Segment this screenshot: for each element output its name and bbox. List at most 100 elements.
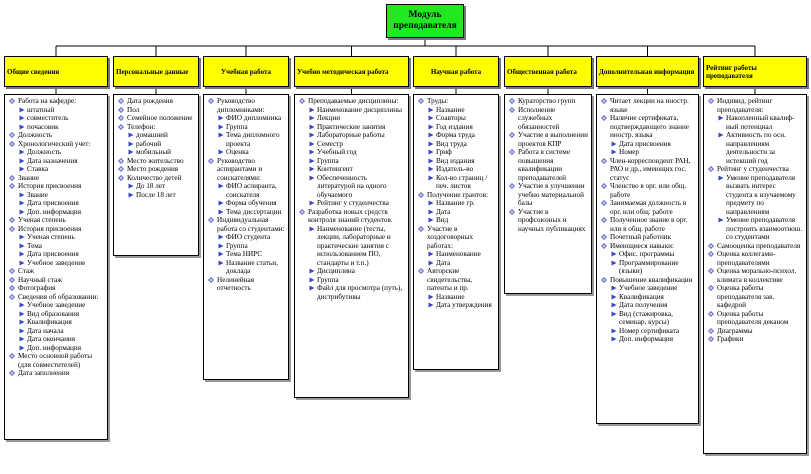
- list-item-text: После 18 лет: [136, 190, 176, 199]
- list-item-text: Тема дипломного проекта: [226, 131, 280, 148]
- list-item: Название гр.: [418, 199, 496, 208]
- list-item-text: Семейное положение: [127, 114, 193, 122]
- list-item: Тема дипломного проекта: [208, 131, 286, 148]
- list-item-text: Участие в профсоюзных и научных публикац…: [518, 207, 586, 233]
- arrow-bullet-icon: [19, 328, 25, 334]
- list-item: Имеющиеся навыки:: [601, 242, 696, 251]
- diamond-bullet-icon: [9, 276, 15, 283]
- category-header-label: Научная работа: [430, 67, 482, 76]
- arrow-bullet-icon: [428, 158, 434, 164]
- list-item-text: История присвоения: [18, 224, 82, 233]
- list-item-text: Дата окончания: [27, 335, 76, 343]
- diamond-bullet-icon: [509, 149, 515, 155]
- diamond-bullet-icon: [418, 98, 424, 104]
- list-item: Контингент: [299, 165, 406, 174]
- list-item: Участие в улучшении учебно материальной …: [509, 182, 589, 208]
- list-item-text: Исполнение служебных обязанностей: [518, 105, 560, 131]
- list-item: Форма труда: [418, 131, 496, 140]
- list-item-text: Звание: [18, 173, 39, 182]
- list-item-text: Доп. информация: [27, 207, 82, 216]
- arrow-bullet-icon: [19, 209, 25, 215]
- list-item: Руководство дипломниками:: [208, 97, 286, 114]
- list-item-text: Дата рождения: [127, 97, 173, 105]
- list-item: Дата присвоения: [9, 250, 105, 259]
- list-item-text: Умение преподавателя вызвать интерес сту…: [726, 173, 796, 216]
- arrow-bullet-icon: [428, 294, 434, 300]
- arrow-bullet-icon: [428, 209, 434, 215]
- list-item: Лабораторные работы: [299, 131, 406, 140]
- list-item: Год издания: [418, 123, 496, 132]
- arrow-bullet-icon: [218, 209, 224, 215]
- diamond-bullet-icon: [708, 285, 714, 291]
- diamond-bullet-icon: [118, 123, 124, 130]
- diamond-bullet-icon: [708, 166, 714, 172]
- list-item: домашний: [118, 131, 196, 140]
- list-item-text: Название гр.: [436, 199, 475, 207]
- list-item: ФИО студента: [208, 233, 286, 242]
- arrow-bullet-icon: [218, 260, 224, 266]
- list-item-text: Дата получения: [619, 301, 668, 309]
- list-item-text: Умение преподавателя построить взаимоотн…: [726, 216, 803, 241]
- list-item-text: Читает лекции на иностр. языке: [610, 97, 689, 114]
- list-item-text: Лабораторные работы: [317, 131, 385, 139]
- arrow-bullet-icon: [218, 243, 224, 249]
- list-item: Авторские свидетельства, патенты и пр.: [418, 267, 496, 293]
- diamond-bullet-icon: [601, 157, 607, 164]
- list-item: Оценка работы преподавателя деканом: [708, 310, 804, 327]
- arrow-bullet-icon: [218, 115, 224, 121]
- list-item: Пол: [118, 106, 196, 115]
- arrow-bullet-icon: [428, 124, 434, 130]
- list-item: Ставка: [9, 165, 105, 174]
- list-item: Телефон:: [118, 123, 196, 132]
- list-item-text: Звание: [27, 190, 48, 199]
- list-item: Разработка новых средств контроля знаний…: [299, 208, 406, 225]
- list-item-text: Должность: [27, 148, 62, 156]
- list-item: Соавторы: [418, 114, 496, 123]
- list-item: Член-корреспондент РАН, РАО и др., имеющ…: [601, 157, 696, 183]
- arrow-bullet-icon: [611, 336, 617, 342]
- list-item: Полученное звание в орг. или в общ. рабо…: [601, 216, 696, 233]
- list-item-text: Количество детей: [127, 173, 182, 182]
- list-item: Количество детей: [118, 174, 196, 183]
- list-item-text: Квалификация: [27, 318, 72, 326]
- list-item-text: Вид труда: [436, 139, 467, 148]
- list-item: Почетный работник: [601, 233, 696, 242]
- arrow-bullet-icon: [218, 234, 224, 240]
- list-item-text: Фотография: [18, 284, 56, 292]
- list-item: Работа в системе повышения квалификации …: [509, 148, 589, 182]
- list-item-text: Пол: [127, 105, 140, 114]
- arrow-bullet-icon: [309, 200, 315, 206]
- list-item-text: Сведения об образовании:: [18, 292, 99, 301]
- category-details-panel: Индивид. рейтинг преподавателя:Накопленн…: [703, 94, 807, 454]
- category-header: Учебно методическая работа: [294, 56, 409, 87]
- list-item: Доп. информация: [9, 208, 105, 217]
- list-item: Занимаемая должность в орг. или общ. раб…: [601, 199, 696, 216]
- arrow-bullet-icon: [428, 166, 434, 172]
- list-item: ФИО дипломника: [208, 114, 286, 123]
- arrow-bullet-icon: [611, 149, 617, 155]
- list-item-text: совместитель: [27, 114, 69, 122]
- diamond-bullet-icon: [9, 285, 15, 291]
- list-item: Обеспеченность литературой на одного обу…: [299, 174, 406, 200]
- category-header: Рейтинг работы преподавателя: [703, 56, 807, 87]
- arrow-bullet-icon: [128, 192, 134, 198]
- list-item: Название статьи, доклада: [208, 259, 286, 276]
- list-item: Гриф: [418, 148, 496, 157]
- root-node: Модуль преподавателя: [386, 4, 464, 38]
- list-item-text: Повышение квалификации: [610, 275, 693, 284]
- diamond-bullet-icon: [708, 336, 714, 342]
- arrow-bullet-icon: [309, 141, 315, 147]
- list-item-text: Активность по осн. направлениям деятельн…: [726, 131, 786, 165]
- list-item: Тема диссертации: [208, 208, 286, 217]
- list-item-text: Самооценка преподавателя: [717, 241, 801, 250]
- list-item: Рейтинг у студенчества: [299, 199, 406, 208]
- list-item-text: Наименование: [436, 250, 481, 258]
- arrow-bullet-icon: [19, 302, 25, 308]
- arrow-bullet-icon: [19, 251, 25, 257]
- list-item-text: Наименование (тесты, лекции, лабораторны…: [317, 224, 391, 267]
- list-item: Оценка: [208, 148, 286, 157]
- diamond-bullet-icon: [9, 293, 15, 300]
- diamond-bullet-icon: [601, 98, 607, 104]
